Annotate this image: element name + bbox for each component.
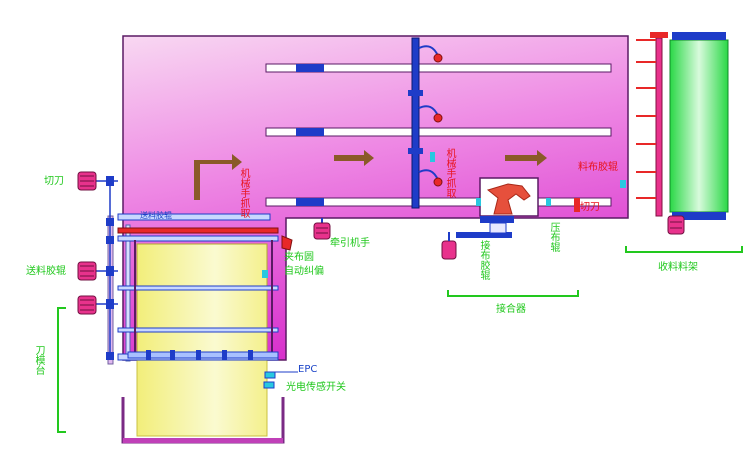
motor-tow-hand <box>313 218 331 240</box>
epc-bar <box>127 350 279 360</box>
label-epc: EPC <box>298 364 318 375</box>
cloth-clamp-gear <box>281 235 293 251</box>
splice-motor <box>441 232 457 260</box>
splice-sensor-left <box>476 198 481 206</box>
column-sensor <box>430 152 435 162</box>
knife-block <box>574 198 580 212</box>
feed-rack <box>636 32 668 217</box>
shelves <box>265 63 612 207</box>
cloth-sensor <box>620 180 626 188</box>
motor-feed <box>77 261 97 281</box>
label-feed-rack: 收料料架 <box>658 262 698 273</box>
photo-sensor <box>263 381 275 389</box>
yellow-roll-3 <box>136 331 268 355</box>
label-cloth-clamp: 夹布圆 <box>284 252 314 263</box>
label-press-roll: 压布辊 <box>548 222 559 252</box>
label-cloth-roll: 料布胶辊 <box>578 162 618 173</box>
rack-bracket <box>625 246 743 253</box>
auto-correct-sensor <box>262 270 268 278</box>
yellow-roll-2 <box>136 289 268 331</box>
splice-sensor-right <box>546 198 551 206</box>
splice-bracket <box>447 290 579 297</box>
left-blue-blocks <box>106 176 114 360</box>
epc-sensor <box>264 371 276 379</box>
left-rail-inner <box>125 224 131 362</box>
label-sensor-switch: 光电传感开关 <box>286 382 346 393</box>
label-tow-hand: 牵引机手 <box>330 238 370 249</box>
left-posts <box>134 240 273 356</box>
label-splice-roll: 接布胶辊 <box>478 240 489 280</box>
green-roll-ends <box>672 32 726 220</box>
motor-rack <box>667 215 685 235</box>
lower-yellow-roll <box>136 359 268 437</box>
tray-base <box>123 438 283 443</box>
center-column <box>408 37 423 209</box>
splice-station <box>456 177 539 238</box>
label-cut-knife: 切刀 <box>580 202 600 213</box>
label-feed-roll: 送料胶辊 <box>26 266 66 277</box>
loading-bracket <box>57 307 66 433</box>
label-roller-top: 送料胶辊 <box>140 211 172 220</box>
label-loading-table: 刀模台 <box>33 345 44 375</box>
label-grab-1: 机械手抓取 <box>238 168 249 218</box>
label-cutter-left: 切刀 <box>44 176 64 187</box>
label-splice-table: 接合器 <box>496 304 526 315</box>
flow-arrows <box>194 150 547 200</box>
motor-feed-2 <box>77 295 97 315</box>
yellow-roll-1 <box>136 243 268 287</box>
label-auto-correct: 自动纠偏 <box>284 266 324 277</box>
green-roll <box>669 39 729 213</box>
label-grab-2: 机械手抓取 <box>444 148 455 198</box>
grab-hooks <box>418 45 443 187</box>
motor-cutter <box>77 171 97 191</box>
